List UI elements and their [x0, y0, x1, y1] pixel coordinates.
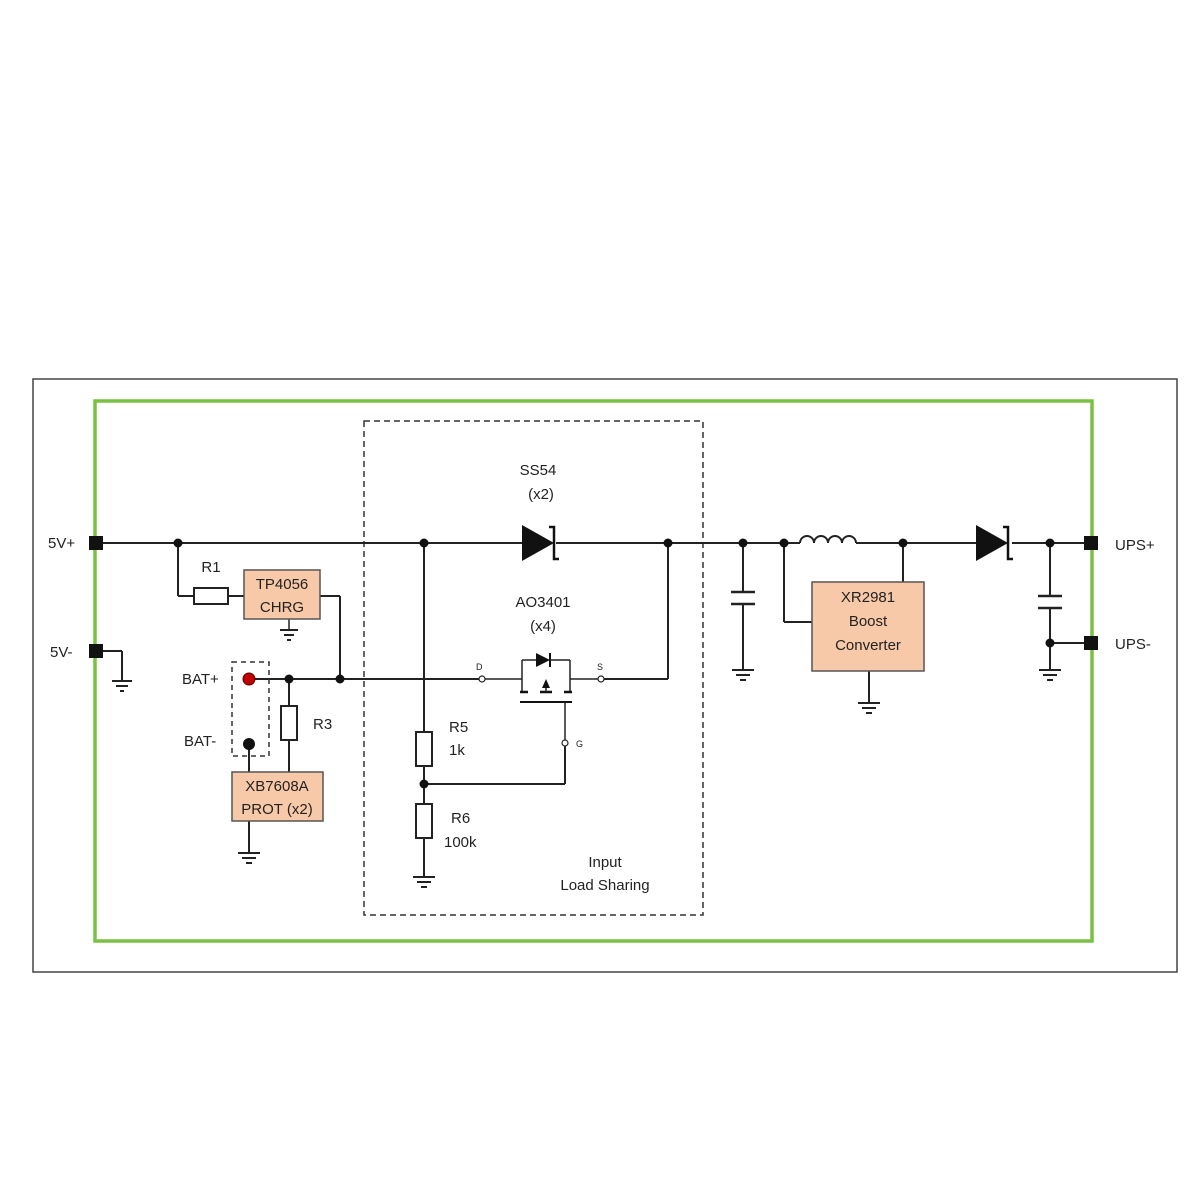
label-mosfet-qty: (x4) [530, 618, 556, 635]
block-tp4056-line1: TP4056 [256, 576, 309, 593]
label-r6: R6 [451, 810, 470, 827]
terminals [89, 536, 1098, 658]
label-r5: R5 [449, 719, 468, 736]
block-xb7608a: XB7608A PROT (x2) [231, 771, 324, 822]
label-r3: R3 [313, 716, 332, 733]
terminal-5v-minus [89, 644, 103, 658]
resistor-r5 [415, 731, 433, 767]
label-bat-plus: BAT+ [182, 671, 219, 688]
label-load-sharing-line2: Load Sharing [560, 877, 649, 894]
label-pin-g: G [576, 739, 583, 749]
block-xb7608a-box [231, 771, 324, 822]
capacitor-input [731, 590, 755, 606]
ground-icon [732, 669, 754, 681]
resistor-r6 [415, 803, 433, 839]
terminal-5v-plus [89, 536, 103, 550]
labels: 5V+ 5V- BAT+ BAT- UPS+ UPS- R1 R3 R5 1k … [48, 462, 1155, 894]
label-ups-minus: UPS- [1115, 636, 1151, 653]
terminal-ups-minus [1084, 636, 1098, 650]
label-load-sharing-line1: Input [588, 854, 622, 871]
battery-plus-terminal [242, 672, 256, 686]
outer-frame [32, 378, 1178, 973]
label-5v-minus: 5V- [50, 644, 73, 661]
block-xb7608a-line2: PROT (x2) [241, 801, 312, 818]
terminal-ups-plus [1084, 536, 1098, 550]
label-diode-qty: (x2) [528, 486, 554, 503]
resistor-r3 [280, 705, 298, 741]
block-xr2981-box [811, 581, 925, 672]
board-outline [93, 399, 1094, 943]
ground-icon [112, 680, 132, 692]
load-sharing-region [363, 420, 704, 916]
junctions [173, 538, 1055, 789]
ground-icon [280, 629, 298, 641]
capacitor-output [1038, 594, 1062, 610]
ground-icon [413, 876, 435, 888]
ground-icon [1039, 669, 1061, 681]
block-xr2981-line2: Boost [849, 613, 888, 630]
label-r6-value: 100k [444, 834, 477, 851]
label-diode-part: SS54 [520, 462, 557, 479]
label-5v-plus: 5V+ [48, 535, 75, 552]
block-xr2981-line1: XR2981 [841, 589, 895, 606]
diode-output [976, 525, 1013, 561]
battery-connector-outline [231, 661, 270, 757]
label-mosfet-part: AO3401 [515, 594, 570, 611]
resistor-r1 [193, 587, 229, 605]
label-bat-minus: BAT- [184, 733, 216, 750]
diode-ss54 [522, 525, 559, 561]
label-r5-value: 1k [449, 742, 465, 759]
inductor [799, 535, 857, 544]
ground-icon [238, 852, 260, 864]
label-r1: R1 [201, 559, 220, 576]
block-xr2981: XR2981 Boost Converter [811, 581, 925, 672]
battery-minus-terminal [243, 738, 255, 750]
label-pin-s: S [597, 662, 603, 672]
block-xr2981-line3: Converter [835, 637, 901, 654]
label-pin-d: D [476, 662, 483, 672]
block-xb7608a-line1: XB7608A [245, 778, 308, 795]
block-tp4056-line2: CHRG [260, 599, 304, 616]
block-tp4056: TP4056 CHRG [243, 569, 321, 620]
ground-icon [858, 702, 880, 714]
block-tp4056-box [243, 569, 321, 620]
mosfet-ao3401 [478, 653, 605, 747]
label-ups-plus: UPS+ [1115, 537, 1155, 554]
